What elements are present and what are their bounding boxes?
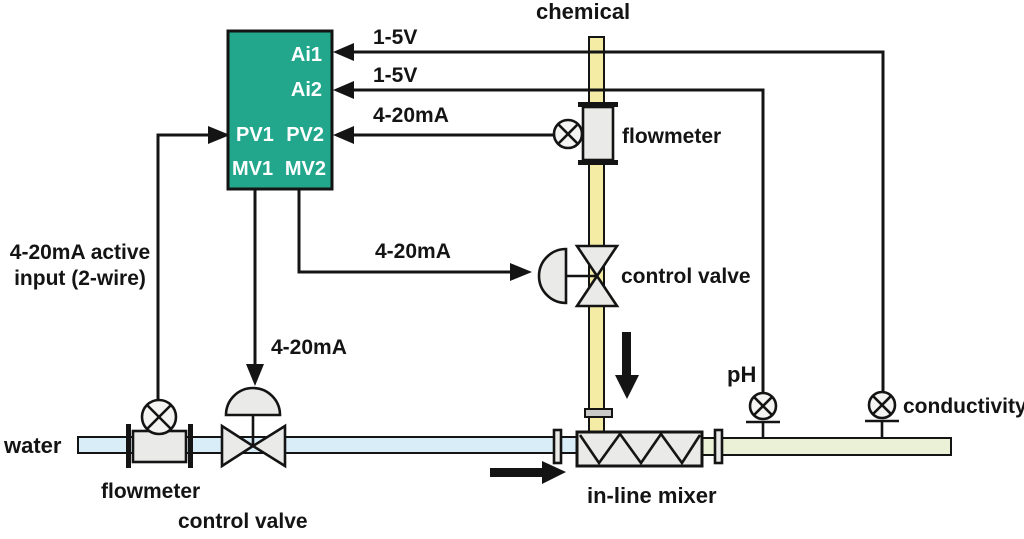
- conductivity-sensor-icon: [867, 390, 897, 420]
- water-valve-label: control valve: [178, 510, 308, 533]
- mixer-label: in-line mixer: [587, 483, 717, 508]
- chemical-pipe: [588, 36, 605, 434]
- active-input-label-line2: input (2-wire): [14, 267, 146, 290]
- conductivity-sensor: [865, 390, 899, 439]
- labels: chemical 1-5V 1-5V 4-20mA 4-20mA 4-20mA …: [3, 0, 1024, 533]
- controller-port-mv1: MV1: [232, 158, 273, 180]
- controller-port-mv2: MV2: [285, 158, 326, 180]
- water-flowmeter-body: [131, 429, 188, 464]
- controller-port-ai1: Ai1: [291, 44, 322, 66]
- chemical-valve-label: control valve: [621, 265, 751, 288]
- controller-port-pv1: PV1: [236, 124, 274, 146]
- mixed-output-pipe: [701, 437, 952, 456]
- signal-line-ai2-ph: [352, 88, 765, 392]
- arrowhead-pv1-icon: [208, 126, 230, 144]
- valve-actuator-icon: [537, 247, 568, 305]
- signal-label-mv2: 4-20mA: [375, 240, 451, 263]
- water-control-valve: [220, 386, 287, 469]
- ph-label: pH: [727, 362, 756, 387]
- valve-actuator-dome-icon: [224, 386, 282, 417]
- chemical-stream-label: chemical: [536, 0, 630, 24]
- chemical-flowmeter-sensor-icon: [552, 118, 584, 150]
- conductivity-label: conductivity: [903, 395, 1024, 418]
- signal-label-ai1: 1-5V: [373, 26, 417, 49]
- mixed-pipe-run: [701, 437, 952, 456]
- arrowhead-mv2-icon: [510, 263, 532, 281]
- mixer-elements-icon: [578, 431, 702, 466]
- water-flowmeter: [126, 398, 193, 468]
- water-pipe-flange: [552, 428, 563, 465]
- chemical-control-valve: [537, 244, 620, 308]
- valve-body-right: [250, 423, 287, 469]
- active-input-label-line1: 4-20mA active: [10, 241, 150, 264]
- signal-label-ai2: 1-5V: [373, 64, 417, 87]
- ph-sensor-icon: [748, 391, 778, 421]
- chemical-pipe-run: [588, 36, 605, 434]
- water-stream-label: water: [3, 433, 62, 458]
- water-flow-arrow-icon: [490, 461, 566, 484]
- controller-port-ai2: Ai2: [291, 79, 322, 101]
- chemical-flowmeter: [552, 102, 618, 165]
- signal-line-mv2-valve: [297, 189, 510, 274]
- arrowhead-mv1-icon: [246, 364, 264, 386]
- signal-label-pv2: 4-20mA: [373, 104, 449, 127]
- water-flowmeter-label: flowmeter: [101, 480, 200, 503]
- controller-box: [226, 29, 334, 191]
- signal-line-pv1-flowmeter: [156, 133, 208, 400]
- arrowhead-pv2-icon: [333, 126, 354, 144]
- signal-label-mv1: 4-20mA: [271, 336, 347, 359]
- valve-body-top: [574, 244, 620, 279]
- chemical-flowmeter-body: [581, 105, 615, 162]
- flange-top: [578, 102, 618, 107]
- chemical-flowmeter-label: flowmeter: [622, 125, 721, 148]
- mixed-pipe-flange: [713, 428, 724, 465]
- valve-body-bottom: [574, 273, 620, 308]
- signal-lines: [156, 43, 885, 400]
- water-flowmeter-sensor-icon: [140, 398, 178, 436]
- signal-line-ai1-conductivity: [352, 50, 885, 392]
- flange-left: [126, 424, 131, 468]
- controller: Ai1 Ai2 PV1 PV2 MV1 MV2: [226, 29, 334, 191]
- arrowhead-ai2-icon: [333, 81, 354, 99]
- chemical-pipe-coupling: [584, 408, 613, 418]
- flange-right: [188, 424, 193, 468]
- valve-body-left: [220, 423, 256, 469]
- chemical-flow-arrow-icon: [615, 332, 639, 399]
- ph-sensor: [746, 391, 780, 438]
- controller-port-pv2: PV2: [286, 124, 324, 146]
- flange-bottom: [578, 160, 618, 165]
- inline-mixer: [575, 430, 704, 468]
- arrowhead-ai1-icon: [333, 43, 354, 61]
